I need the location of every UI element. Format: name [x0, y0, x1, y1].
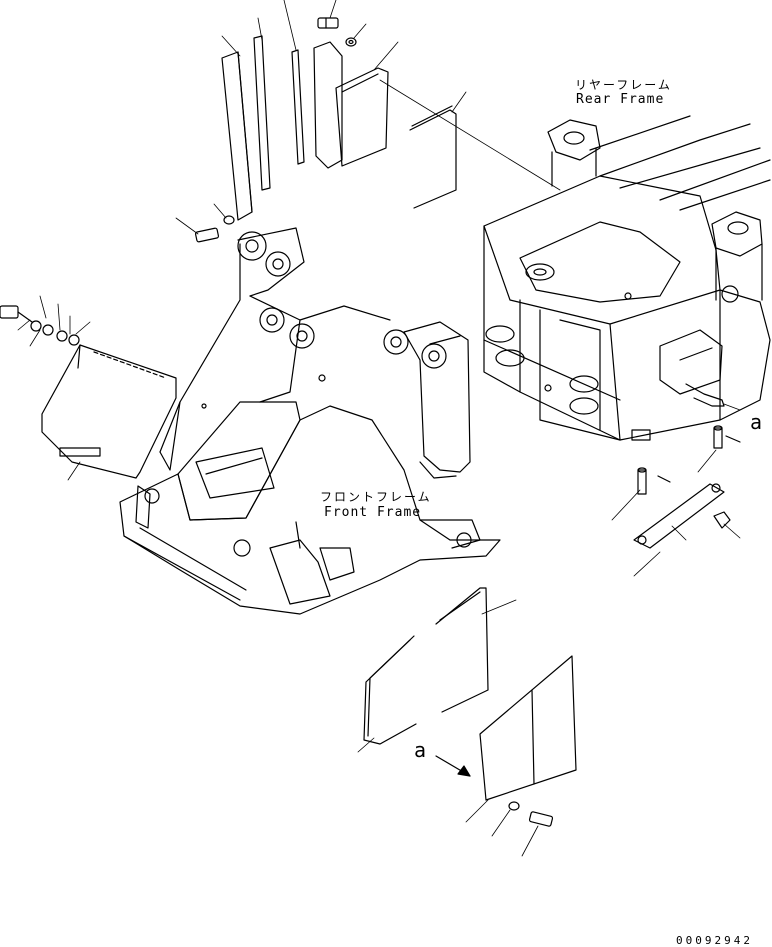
u-bar-clip	[409, 105, 457, 209]
rear-frame-label-jp: リヤーフレーム	[575, 78, 672, 92]
shim-strip-a	[253, 35, 271, 191]
view-ref-a-lower: a	[414, 738, 427, 762]
front-frame	[119, 227, 501, 615]
top-bolt	[317, 17, 339, 29]
seal-strip-lower	[363, 635, 417, 745]
left-bolt	[0, 305, 33, 323]
pin-a	[637, 467, 647, 495]
rear-frame	[483, 115, 771, 441]
cover-plate-long	[221, 51, 253, 221]
leader-middle	[175, 203, 227, 235]
bracket-plate	[313, 41, 389, 169]
link-bar	[633, 483, 725, 549]
clip-part	[713, 511, 731, 529]
drawing-number: 00092942	[676, 934, 753, 947]
leader-left-plate	[67, 461, 81, 481]
left-washers	[30, 320, 80, 346]
seal-strip-upper	[435, 587, 489, 713]
shim-strip-b	[291, 49, 305, 165]
leader-lower	[357, 599, 539, 857]
top-washer	[345, 37, 357, 47]
left-cover-plate	[41, 344, 177, 479]
front-frame-label-jp: フロントフレーム	[320, 490, 432, 504]
leader-left	[17, 295, 91, 347]
arrow-a	[435, 755, 471, 777]
bolt-middle	[194, 227, 220, 243]
leader-right	[611, 403, 741, 577]
link-hook	[685, 383, 725, 407]
small-pin-1	[657, 435, 741, 483]
lower-bolt	[528, 811, 554, 827]
leader-lines-top	[221, 0, 561, 191]
lower-cover-plate	[479, 655, 577, 801]
washer-middle	[223, 215, 235, 225]
lower-washer	[508, 801, 520, 811]
pin-b	[713, 425, 723, 449]
rear-frame-label-en: Rear Frame	[576, 92, 665, 107]
view-ref-a-right: a	[750, 410, 763, 434]
front-frame-label-en: Front Frame	[324, 505, 422, 520]
